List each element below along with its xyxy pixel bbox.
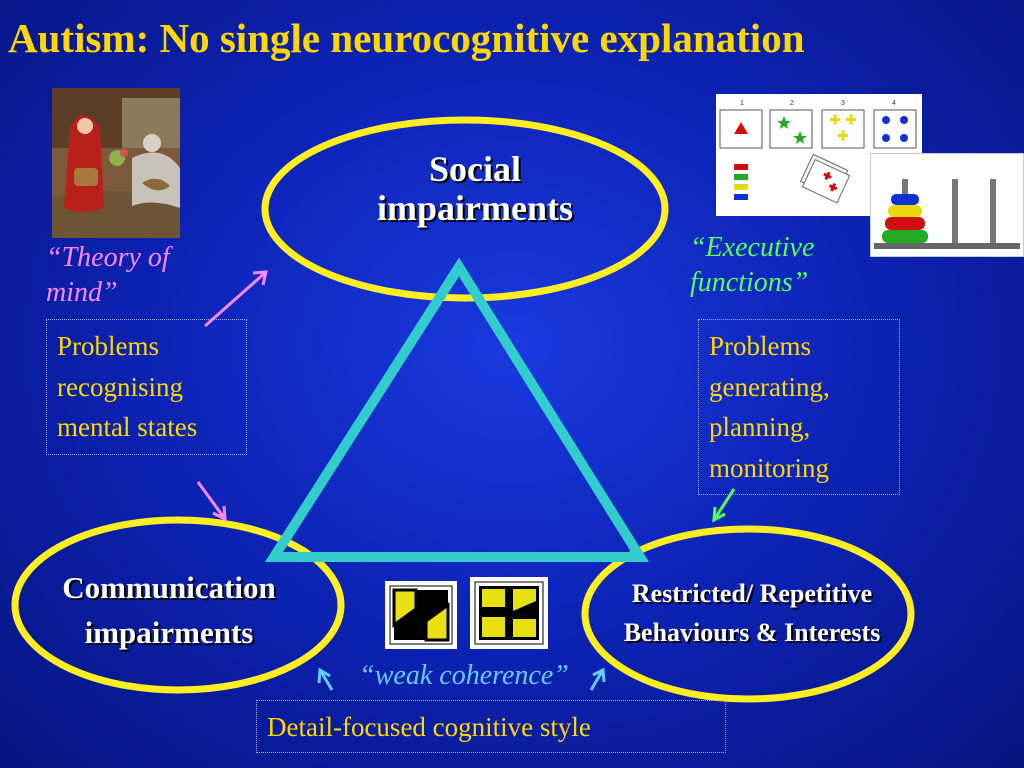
restricted-ellipse bbox=[581, 525, 915, 703]
weak-coherence-description: Detail-focused cognitive style bbox=[267, 712, 591, 742]
communication-ellipse bbox=[11, 516, 345, 694]
embedded-figure-card-1 bbox=[385, 581, 457, 649]
weak-coherence-arrow-left bbox=[317, 667, 334, 691]
theory-of-mind-box: Problems recognising mental states bbox=[46, 319, 247, 455]
weak-coherence-label: “weak coherence” bbox=[359, 660, 569, 691]
card-number-1: 1 bbox=[740, 100, 744, 107]
card-number-3: 3 bbox=[841, 100, 845, 107]
restricted-behaviours-label: Restricted/ Repetitive Behaviours & Inte… bbox=[623, 579, 881, 647]
communication-impairments-label: Communication impairments bbox=[62, 570, 276, 650]
triangle bbox=[264, 257, 650, 562]
red-riding-hood-illustration bbox=[52, 88, 180, 238]
tower-of-hanoi-illustration bbox=[870, 153, 1024, 257]
social-impairments-label: Social impairments bbox=[377, 149, 573, 228]
executive-functions-box: Problems generating, planning, monitorin… bbox=[698, 319, 900, 495]
weak-coherence-box: Detail-focused cognitive style bbox=[256, 700, 726, 753]
theory-of-mind-arrow-up bbox=[204, 270, 268, 328]
executive-functions-label: “Executive functions” bbox=[690, 232, 815, 298]
theory-of-mind-label: “Theory of mind” bbox=[46, 242, 170, 308]
social-ellipse bbox=[261, 116, 669, 302]
executive-functions-description: Problems generating, planning, monitorin… bbox=[709, 331, 830, 483]
slide-title: Autism: No single neurocognitive explana… bbox=[8, 15, 805, 61]
card-number-4: 4 bbox=[892, 100, 896, 107]
theory-of-mind-arrow-down bbox=[196, 481, 227, 522]
card-number-2: 2 bbox=[790, 100, 794, 107]
embedded-figure-card-2 bbox=[470, 577, 548, 649]
weak-coherence-arrow-right bbox=[589, 667, 606, 691]
theory-of-mind-description: Problems recognising mental states bbox=[57, 331, 198, 442]
